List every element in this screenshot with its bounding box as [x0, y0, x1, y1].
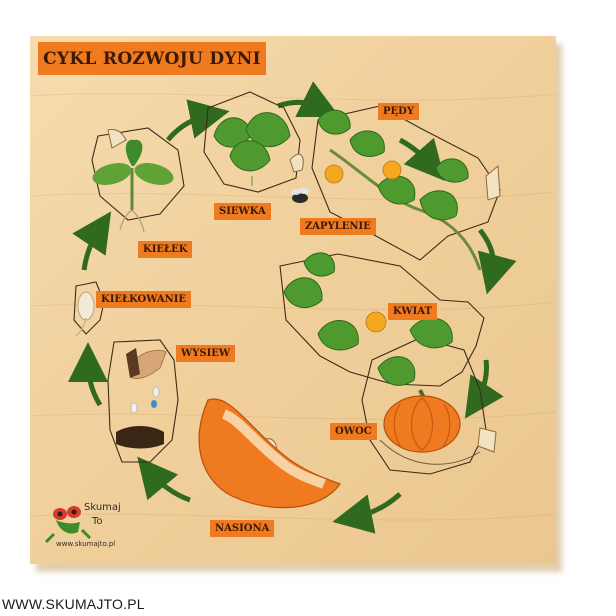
- bee-icon: [291, 188, 309, 203]
- piece-kwiat: [279, 253, 485, 387]
- label-zapylenie: ZAPYLENIE: [300, 218, 376, 235]
- arrow-wysiew-up: [68, 342, 109, 407]
- arrow-right-lower: [464, 359, 504, 419]
- logo-word-skumaj: Skumaj: [84, 502, 121, 513]
- label-wysiew: WYSIEW: [176, 345, 236, 362]
- seedling-illustration: [213, 112, 291, 186]
- label-pedy: PĘDY: [378, 103, 419, 120]
- slot-siewka: [289, 153, 304, 173]
- arrow-right-upper: [477, 228, 517, 295]
- arrow-pedy-down: [398, 137, 446, 182]
- yellow-flowers: [324, 160, 402, 333]
- label-kwiat: KWIAT: [388, 303, 437, 320]
- sprout-illustration: [92, 139, 174, 233]
- logo-url: www.skumajto.pl: [56, 540, 116, 548]
- logo-word-to: To: [92, 516, 103, 527]
- slot-owoc: [477, 427, 497, 453]
- piece-kielkowanie: [73, 281, 105, 335]
- arrow-siewka-to-pedy: [277, 81, 340, 117]
- sowing-illustration: [116, 348, 167, 449]
- footer-watermark: WWW.SKUMAJTO.PL: [2, 596, 145, 612]
- label-kielkowanie: KIEŁKOWANIE: [96, 291, 192, 308]
- piece-siewka: [203, 91, 301, 193]
- cycle-arrows: [68, 81, 517, 534]
- slot-pedy: [485, 164, 501, 201]
- pumpkin-slice-illustration: [198, 398, 341, 509]
- piece-kielek: [91, 127, 185, 221]
- skumajto-logo: Skumaj To www.skumajto.pl: [40, 494, 121, 554]
- piece-wysiew: [107, 339, 179, 463]
- frog-icon: [44, 506, 92, 544]
- vine-illustration: [291, 109, 482, 333]
- pumpkin-illustration: [379, 389, 481, 465]
- arrow-kielek-to-siewka: [166, 99, 230, 142]
- label-kielek: KIEŁEK: [138, 241, 193, 258]
- page-title: CYKL ROZWOJU DYNI: [38, 42, 266, 75]
- arrow-kielkowanie-up: [72, 211, 112, 271]
- arrow-owoc-to-nasiona: [332, 492, 402, 534]
- label-siewka: SIEWKA: [214, 203, 271, 220]
- piece-pedy: [311, 105, 501, 261]
- germinating-seed-illustration: [75, 291, 95, 337]
- label-nasiona: NASIONA: [210, 520, 275, 537]
- flowering-plant-illustration: [283, 252, 453, 386]
- slot-kielek: [107, 129, 127, 149]
- arrow-nasiona-to-wysiew: [137, 456, 191, 503]
- label-owoc: OWOC: [330, 423, 377, 440]
